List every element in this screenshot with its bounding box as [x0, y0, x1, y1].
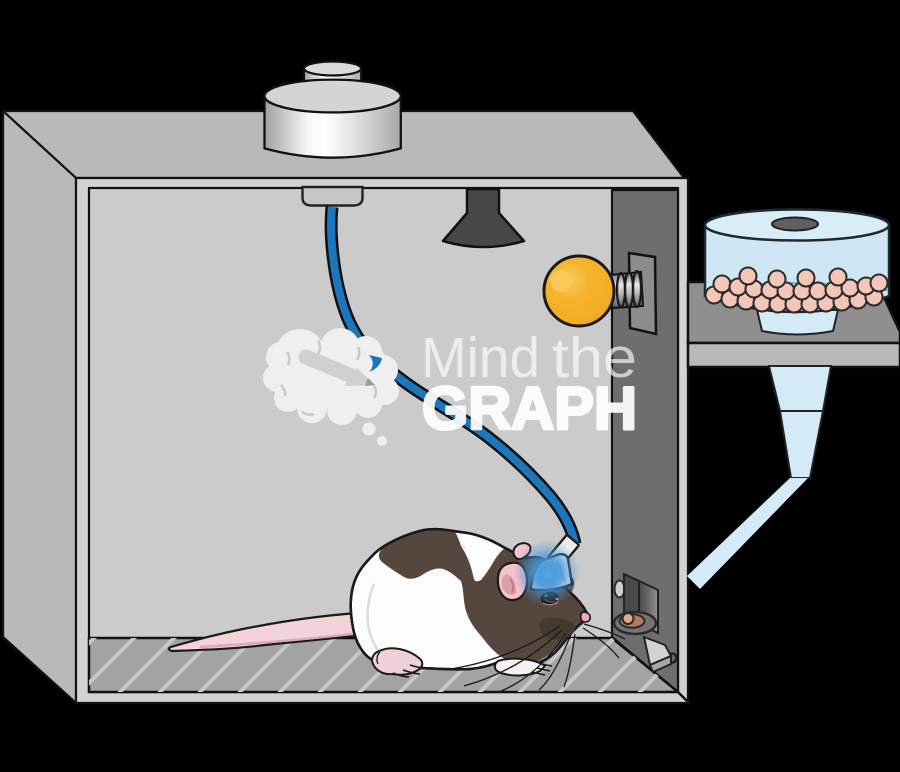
svg-text:Mind: Mind [421, 326, 540, 390]
svg-text:the: the [552, 326, 637, 390]
svg-text:GRAPH: GRAPH [422, 375, 637, 442]
